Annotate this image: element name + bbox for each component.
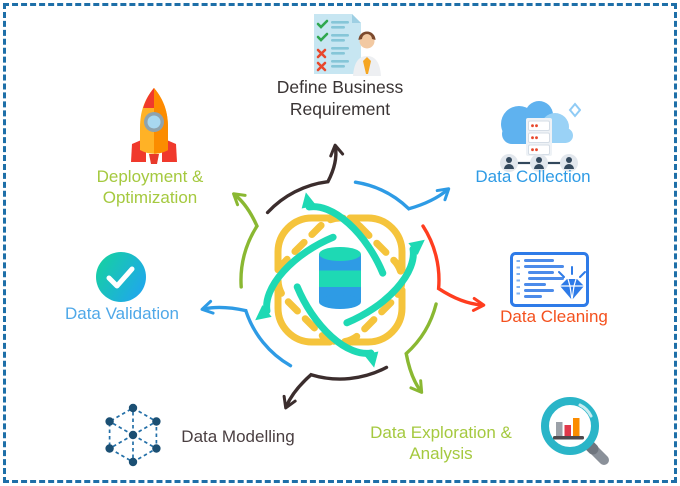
sparkle-diamond (568, 102, 581, 118)
user-nodes (500, 154, 578, 172)
rocket-icon (119, 84, 189, 170)
server-stack (526, 118, 552, 156)
label-line: Data Collection (475, 167, 591, 186)
label-line: Deployment & (96, 167, 204, 186)
database-sync-icon (255, 192, 425, 368)
stage-arc-data-exploration-analysis (404, 302, 438, 394)
stage-arc-data-modelling (282, 365, 389, 410)
stage-label-data-cleaning: Data Cleaning (487, 306, 621, 327)
label-line: Data Modelling (181, 427, 295, 446)
stage-arc-deployment-optimization (232, 192, 259, 289)
code-window-diamond-icon (510, 252, 602, 314)
label-line: Data Cleaning (500, 307, 608, 326)
label-line: Data Exploration & (370, 423, 512, 442)
check-circle-icon (94, 250, 148, 304)
stage-label-data-exploration-analysis: Data Exploration & Analysis (356, 422, 526, 464)
stage-arc-define-business-requirement (265, 143, 345, 215)
label-line: Data Validation (64, 304, 180, 323)
network-graph-icon (99, 400, 167, 468)
label-line: Optimization (102, 188, 198, 207)
person-figure (353, 31, 381, 76)
database-icon (319, 247, 361, 309)
cloud-server-users-icon (489, 94, 581, 172)
magnifier-bar-chart-icon (536, 394, 612, 470)
diamond (560, 278, 584, 301)
stage-arc-data-collection (353, 180, 451, 211)
stage-label-data-collection: Data Collection (452, 166, 614, 187)
orbit-arrowheads (255, 192, 425, 368)
bar-chart (553, 418, 584, 440)
label-line: Analysis (409, 444, 473, 463)
dashed-yellow-square (274, 214, 406, 346)
stage-label-deployment-optimization: Deployment & Optimization (52, 166, 248, 208)
sync-orbit-arrows (263, 203, 417, 357)
label-line: Define Business (276, 77, 404, 97)
stage-arc-data-validation (200, 299, 293, 368)
stage-label-data-modelling: Data Modelling (168, 426, 308, 447)
checklist-person-icon (301, 13, 389, 76)
stage-label-data-validation: Data Validation (38, 303, 206, 324)
sparkle-rays (558, 266, 586, 278)
label-line: Requirement (289, 99, 391, 119)
stage-arc-data-cleaning (421, 224, 486, 312)
stage-label-define-business-requirement: Define Business Requirement (235, 76, 445, 120)
